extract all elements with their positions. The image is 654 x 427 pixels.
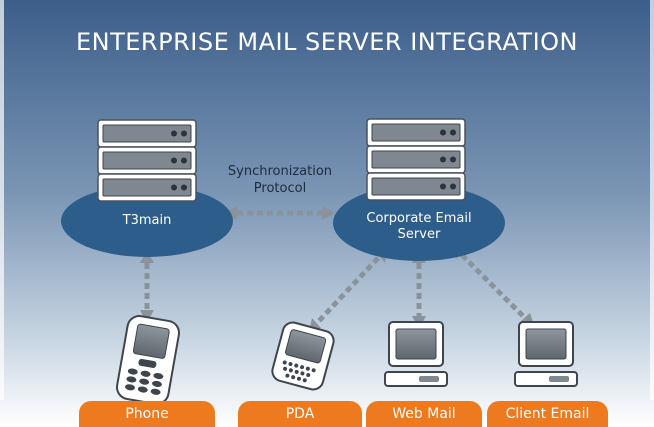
corporate-email-label-line1: Corporate Email (366, 211, 472, 226)
device-tag-client-email: Client Email (487, 401, 608, 427)
server-icon (97, 119, 197, 202)
connectors (144, 210, 527, 324)
pda-link (316, 256, 380, 324)
corporate-email-ellipse (333, 185, 505, 261)
device-tag-web-mail: Web Mail (366, 401, 482, 427)
mobile-phone-icon (116, 315, 180, 405)
corporate-email-label-line2: Server (397, 227, 441, 242)
client-email-link (460, 253, 527, 320)
desktop-computer-icon (384, 321, 448, 387)
diagram-title: ENTERPRISE MAIL SERVER INTEGRATION (75, 28, 578, 56)
server-icon (366, 118, 466, 201)
t3main-ellipse (61, 185, 233, 257)
pda-icon (271, 321, 335, 391)
device-tag-pda: PDA (238, 401, 362, 427)
sync-protocol-label-line1: Synchronization (227, 164, 333, 179)
t3main-label: T3main (122, 213, 172, 228)
device-tag-phone: Phone (79, 401, 215, 427)
corporate-email-label: Corporate Email Server (339, 211, 499, 243)
sync-protocol-label-line2: Protocol (253, 181, 307, 196)
desktop-computer-icon (514, 321, 578, 387)
sync-protocol-label: Synchronization Protocol (205, 163, 355, 197)
